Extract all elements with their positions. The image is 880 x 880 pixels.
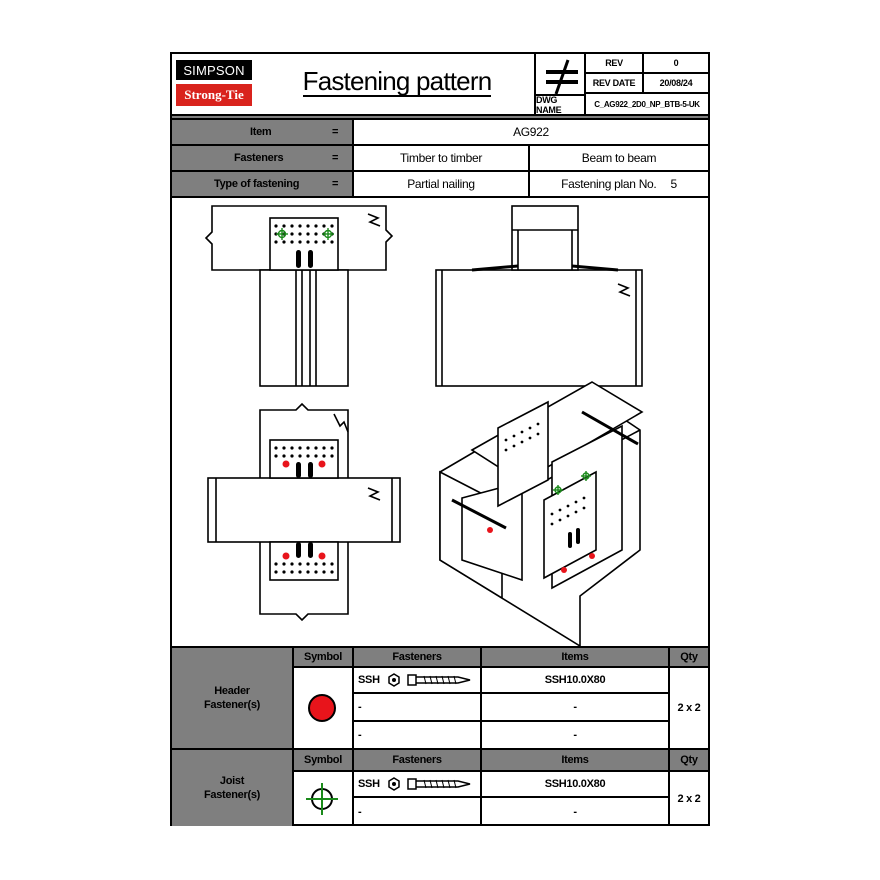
header-qty-value: 2 x 2 [670,668,708,750]
joist-symbol-cell [294,772,354,826]
info-type-value: Partial nailing [352,172,530,198]
header-fastener-row-2: - [354,694,482,722]
header-item-row-2: - [482,694,670,722]
crosshair-icon [306,783,338,815]
not-equal-icon [546,59,578,95]
drawing-sheet: SIMPSON Strong-Tie Fastening pattern DWG… [170,52,710,826]
red-circle-icon [308,694,336,722]
joist-fastener-marks [276,228,591,495]
header-fasteners-heading: Fasteners [354,648,482,668]
screw-icon [387,777,470,791]
joist-qty-heading: Qty [670,750,708,772]
header-fastener-marks [282,460,595,573]
rev-value: 0 [644,54,708,74]
rev-date-label: REV DATE [586,74,644,94]
separator [172,116,708,120]
plan-view-top [204,205,394,387]
brand-logo-bottom: Strong-Tie [176,84,252,106]
joist-fasteners-group-label: Joist Fastener(s) [172,750,294,826]
rev-date-value: 20/08/24 [644,74,708,94]
joist-fasteners-heading: Fasteners [354,750,482,772]
brand-logo-top: SIMPSON [176,60,252,80]
header-fasteners-group-label: Header Fastener(s) [172,648,294,750]
info-fasteners-value-2: Beam to beam [530,146,708,172]
joist-items-heading: Items [482,750,670,772]
joist-item-row-2: - [482,798,670,826]
symbol-box: DWG NAME [534,54,586,115]
joist-fastener-row-2: - [354,798,482,826]
header-symbol-cell [294,668,354,750]
section-view [207,402,401,622]
rev-label: REV [586,54,644,74]
header-fastener-row-1: SSH [354,668,482,694]
header-fastener-row-3: - [354,722,482,750]
screw-icon [387,673,470,687]
info-item-value: AG922 [352,120,708,146]
info-fasteners-value-1: Timber to timber [352,146,530,172]
info-plan-cell: Fastening plan No. 5 [530,172,708,198]
dwg-name-label: DWG NAME [536,94,584,115]
title-block: SIMPSON Strong-Tie Fastening pattern DWG… [172,54,708,116]
info-fasteners-label: Fasteners = [172,146,352,172]
joist-fastener-row-1: SSH [354,772,482,798]
header-qty-heading: Qty [670,648,708,668]
drawing-area [204,205,644,646]
joist-qty-value: 2 x 2 [677,793,701,805]
elevation-view [435,205,643,387]
joist-item-row-1: SSH10.0X80 [482,772,670,798]
header-item-row-1: SSH10.0X80 [482,668,670,694]
dwg-name-value: C_AG922_2D0_NP_BTB-5-UK [594,99,700,109]
header-symbol-heading: Symbol [294,648,354,668]
page-title: Fastening pattern [302,66,492,97]
header-items-heading: Items [482,648,670,668]
plan-number: 5 [670,177,677,191]
plate-holes [274,224,586,574]
joist-symbol-heading: Symbol [294,750,354,772]
isometric-view [439,381,644,646]
info-item-label: Item = [172,120,352,146]
header-item-row-3: - [482,722,670,750]
info-type-label: Type of fastening = [172,172,352,198]
